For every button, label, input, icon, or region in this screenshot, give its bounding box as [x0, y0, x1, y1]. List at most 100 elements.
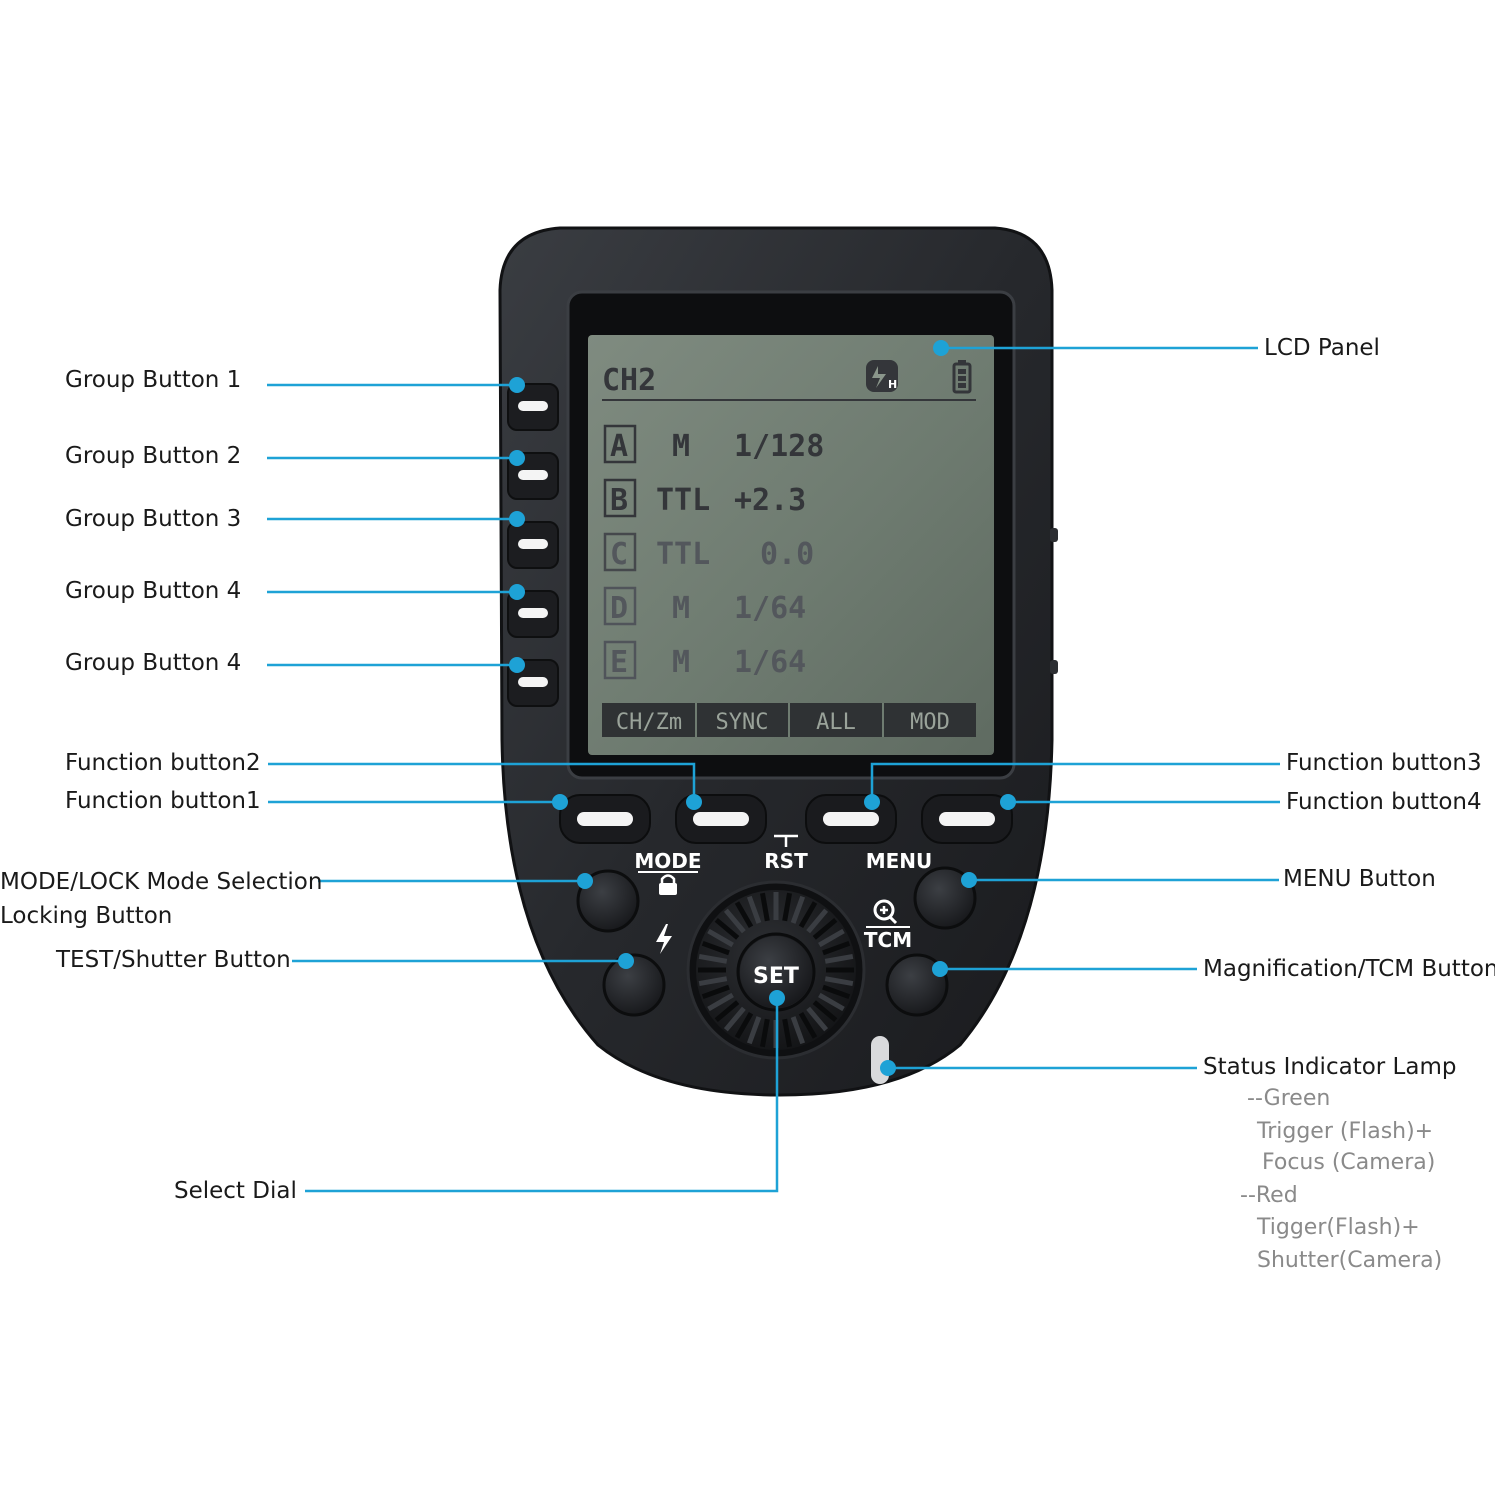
dial-ridge — [746, 895, 762, 924]
leader-lines — [267, 346, 1280, 1193]
tab-all: ALL — [816, 710, 856, 735]
callout-function-button-4: Function button4 — [1286, 789, 1482, 815]
function-button-1[interactable] — [559, 794, 651, 844]
dial-ridge — [707, 992, 734, 1012]
status-note-green: --Green — [1247, 1086, 1331, 1111]
status-note-red-camera: Shutter(Camera) — [1257, 1248, 1443, 1273]
set-button[interactable]: SET — [753, 964, 799, 989]
leader-fn3 — [870, 762, 1280, 802]
dial-ridge — [759, 1018, 770, 1048]
tab-ch-zm: CH/Zm — [616, 710, 682, 735]
dial-ridge — [798, 1012, 818, 1039]
status-note-green-camera: Focus (Camera) — [1262, 1150, 1436, 1175]
set-label: SET — [753, 964, 799, 989]
dial-ridge — [698, 953, 728, 964]
dial-ridge — [812, 917, 838, 940]
callout-function-button-3: Function button3 — [1286, 750, 1482, 776]
callout-test-shutter: TEST/Shutter Button — [56, 947, 291, 973]
group-letter: A — [610, 429, 628, 464]
dial-ridge — [824, 953, 854, 964]
dial-ridge — [818, 928, 845, 948]
group-letter: D — [610, 591, 628, 626]
dial-ridge — [822, 940, 851, 956]
lcd-channel: CH2 — [602, 363, 656, 398]
callout-group-button-2: Group Button 2 — [65, 443, 242, 469]
dial-ridge — [806, 1006, 829, 1032]
dial-ridge — [734, 1012, 754, 1039]
dial-ridge — [782, 1018, 793, 1048]
callout-function-button-1: Function button1 — [65, 788, 261, 814]
lcd-row: D M 1/64 — [603, 586, 806, 626]
group-mode: M — [672, 591, 690, 626]
dial-ridge — [798, 901, 818, 928]
group-button-3[interactable] — [507, 521, 559, 569]
group-button-1[interactable] — [507, 383, 559, 431]
menu-button[interactable] — [913, 866, 977, 930]
dial-ridge — [824, 976, 854, 987]
menu-label: MENU — [866, 849, 933, 873]
callout-group-button-3: Group Button 3 — [65, 506, 242, 532]
callout-status-lamp: Status Indicator Lamp — [1203, 1054, 1457, 1080]
callout-select-dial: Select Dial — [174, 1178, 297, 1204]
battery-icon — [952, 360, 972, 394]
dial-ridge — [746, 1016, 762, 1045]
group-letter: E — [610, 645, 628, 680]
svg-text:H: H — [888, 378, 897, 391]
group-button-4[interactable] — [507, 590, 559, 638]
tab-sync: SYNC — [716, 710, 769, 735]
group-mode: TTL — [656, 483, 710, 518]
dial-ridge — [782, 892, 793, 922]
lcd-row: B TTL +2.3 — [603, 478, 806, 518]
callout-magnification-tcm: Magnification/TCM Button — [1203, 956, 1495, 982]
group-value: 0.0 — [760, 537, 814, 572]
high-speed-sync-icon: H — [866, 360, 898, 392]
group-mode: TTL — [656, 537, 710, 572]
lcd-row: A M 1/128 — [603, 424, 824, 464]
select-dial[interactable] — [686, 880, 866, 1060]
leader-select-dial — [305, 998, 779, 1193]
test-shutter-button[interactable] — [602, 953, 666, 1017]
tab-mod: MOD — [910, 710, 950, 735]
tcm-label: TCM — [864, 928, 912, 952]
status-note-green-flash: Trigger (Flash)+ — [1257, 1119, 1434, 1144]
callout-group-button-4: Group Button 4 — [65, 578, 242, 604]
dial-ridge — [806, 908, 829, 934]
dial-ridge — [723, 1006, 746, 1032]
dial-ridge — [818, 992, 845, 1012]
leader-fn2 — [268, 762, 696, 802]
callout-group-button-5: Group Button 4 — [65, 650, 242, 676]
dial-ridge — [790, 1016, 806, 1045]
lock-icon — [659, 874, 677, 895]
callout-mode-lock-line2: Locking Button — [0, 903, 173, 929]
group-mode: M — [672, 645, 690, 680]
magnify-icon — [873, 899, 898, 925]
dial-ridge — [701, 984, 730, 1000]
dial-ridge — [723, 908, 746, 934]
group-value: 1/128 — [734, 429, 824, 464]
flash-icon — [656, 924, 672, 954]
callout-mode-lock: MODE/LOCK Mode Selection — [0, 869, 323, 895]
leader-dots — [509, 340, 1016, 1076]
rst-label: RST — [764, 849, 808, 873]
group-value: 1/64 — [734, 645, 806, 680]
rst-mark-icon — [774, 834, 798, 847]
dial-ridge — [822, 984, 851, 1000]
dial-ridge — [714, 917, 740, 940]
group-letter: B — [610, 483, 628, 518]
status-note-red-flash: Tigger(Flash)+ — [1257, 1215, 1420, 1240]
dial-ridge — [790, 895, 806, 924]
function-button-4[interactable] — [921, 794, 1013, 844]
lcd-row: C TTL 0.0 — [603, 532, 814, 572]
status-indicator-lamp — [871, 1036, 889, 1084]
magnification-tcm-button[interactable] — [885, 953, 949, 1017]
mode-label: MODE — [634, 849, 701, 873]
dial-ridge — [759, 892, 770, 922]
mode-lock-button[interactable] — [576, 869, 640, 933]
dial-ridge — [812, 1000, 838, 1023]
group-mode: M — [672, 429, 690, 464]
lcd-row: E M 1/64 — [603, 640, 806, 680]
callout-lcd-panel: LCD Panel — [1264, 335, 1380, 361]
lcd-tab-bar: CH/Zm SYNC ALL MOD — [602, 703, 976, 737]
function-button-3[interactable] — [805, 794, 897, 844]
